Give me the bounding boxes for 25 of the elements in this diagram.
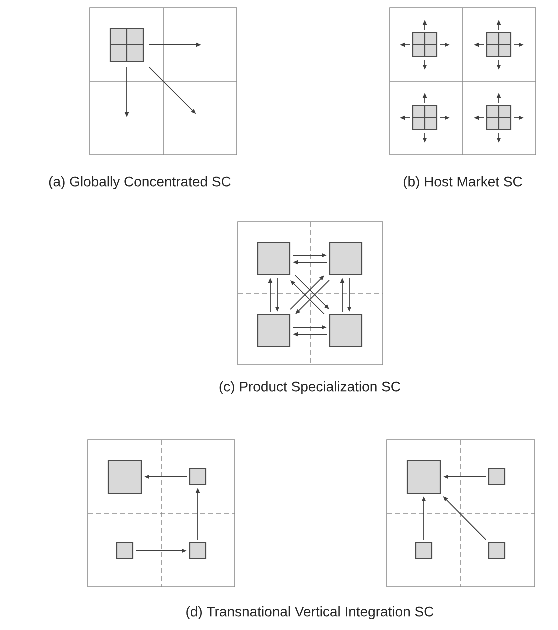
square-box (189, 468, 207, 486)
square-box (329, 242, 363, 276)
grid-box (486, 105, 512, 131)
square-box (257, 314, 291, 348)
caption: (c) Product Specialization SC (220, 381, 400, 395)
grid-box (110, 28, 144, 62)
square-box (488, 542, 506, 560)
grid-box (486, 32, 512, 58)
square-box (329, 314, 363, 348)
caption: (d) Transnational Vertical Integration SC (186, 606, 434, 620)
square-box (257, 242, 291, 276)
grid-box (412, 32, 438, 58)
caption: (a) Globally Concentrated SC (49, 176, 231, 190)
square-box (406, 460, 442, 494)
square-box (108, 460, 142, 494)
grid-box (412, 105, 438, 131)
arrow (290, 276, 324, 310)
square-box (116, 542, 134, 560)
arrow (296, 280, 330, 314)
caption: (b) Host Market SC (404, 176, 522, 190)
square-box (415, 542, 433, 560)
arrow (295, 275, 330, 310)
arrow (290, 280, 325, 315)
square-box (189, 542, 207, 560)
square-box (488, 468, 506, 486)
